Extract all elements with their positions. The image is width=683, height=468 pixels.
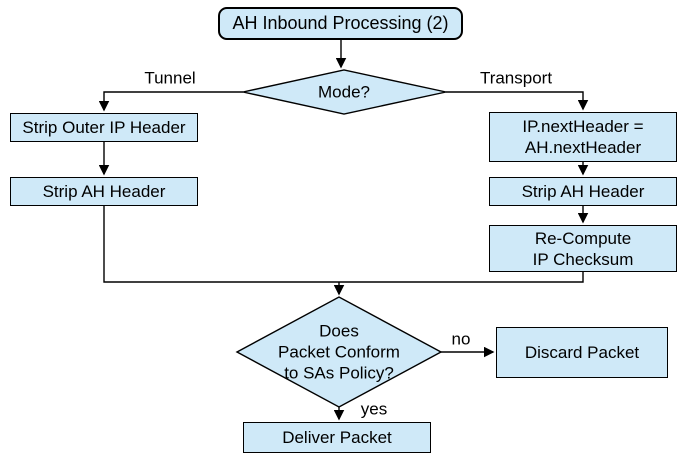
yes-branch-label: yes xyxy=(360,399,388,419)
edge-mode-to-strip-outer-ip xyxy=(98,91,243,112)
policy-decision-label: Does Packet Conform to SAs Policy? xyxy=(278,321,400,383)
transport-branch-label: Transport xyxy=(479,68,553,88)
ip-next-header-node: IP.nextHeader = AH.nextHeader xyxy=(489,112,677,162)
strip-outer-ip-node: Strip Outer IP Header xyxy=(10,113,198,142)
mode-decision-label: Mode? xyxy=(318,82,370,102)
edge-transport-merge xyxy=(339,272,584,283)
mode-decision-diamond xyxy=(242,69,447,115)
edge-tunnel-merge xyxy=(103,206,339,283)
deliver-packet-node: Deliver Packet xyxy=(243,422,431,453)
strip-ah-header-tunnel-node: Strip AH Header xyxy=(10,177,198,206)
policy-decision-diamond xyxy=(235,296,443,408)
start-node: AH Inbound Processing (2) xyxy=(218,7,463,40)
discard-packet-node: Discard Packet xyxy=(496,327,668,378)
strip-ah-header-transport-node: Strip AH Header xyxy=(489,177,677,206)
no-branch-label: no xyxy=(451,329,471,349)
tunnel-branch-label: Tunnel xyxy=(144,68,196,88)
edge-mode-to-ip-next-header xyxy=(446,91,589,111)
recompute-checksum-node: Re-Compute IP Checksum xyxy=(489,225,677,272)
